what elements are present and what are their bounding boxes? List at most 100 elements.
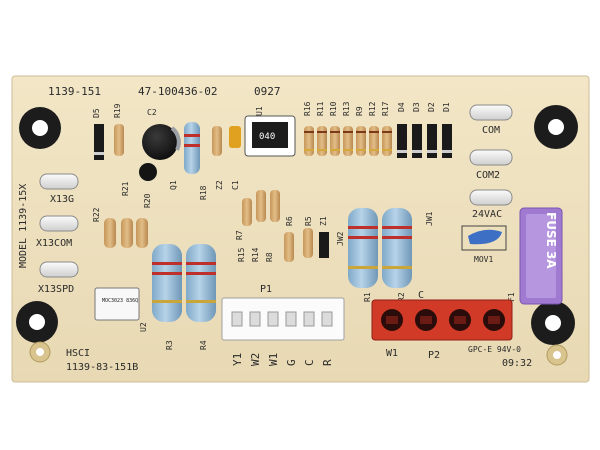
ref-r8: R8 xyxy=(265,252,274,262)
resistor-r1 xyxy=(348,208,378,288)
ref-z1: Z1 xyxy=(319,216,328,226)
ref-jw1: JW1 xyxy=(425,211,434,226)
svg-text:D3: D3 xyxy=(412,102,421,112)
svg-text:C: C xyxy=(303,359,316,366)
resistor-r22 xyxy=(104,218,116,248)
ref-r7: R7 xyxy=(235,230,244,240)
ref-q1: Q1 xyxy=(169,180,178,190)
mounting-hole-top-right xyxy=(534,105,578,149)
terminal-label: X13G xyxy=(50,194,74,205)
svg-text:W2: W2 xyxy=(249,353,262,366)
mov-outline xyxy=(461,225,507,251)
capacitor-c2 xyxy=(142,124,178,160)
resistor-r19 xyxy=(114,124,124,156)
svg-text:R17: R17 xyxy=(381,101,390,116)
connector-p1[interactable] xyxy=(221,297,345,341)
svg-text:R: R xyxy=(321,359,334,366)
resistor-r21 xyxy=(121,218,133,248)
ref-mov1: MOV1 xyxy=(474,255,493,264)
mounting-hole-bottom-right xyxy=(531,301,575,366)
ref-r6: R6 xyxy=(285,216,294,226)
mounting-hole-bottom-left xyxy=(16,301,58,363)
resistor-r2 xyxy=(382,208,412,288)
ref-z2: Z2 xyxy=(215,180,224,190)
svg-text:D4: D4 xyxy=(397,102,406,112)
terminal-label: X13COM xyxy=(36,238,72,249)
svg-text:W1: W1 xyxy=(267,353,280,366)
resistor-r20 xyxy=(136,218,148,248)
ref-r15: R15 xyxy=(237,247,246,262)
connector-p2[interactable] xyxy=(371,299,513,341)
ref-u1: U1 xyxy=(255,106,264,116)
optocoupler-u2 xyxy=(94,287,140,321)
ref-r20: R20 xyxy=(143,193,152,208)
ref-r19: R19 xyxy=(113,103,122,118)
terminal-label: COM xyxy=(482,125,500,136)
terminal-x13g[interactable]: X13G xyxy=(39,173,79,205)
ref-r22: R22 xyxy=(92,207,101,222)
ref-r4: R4 xyxy=(199,340,208,350)
rating-text: GPC-E 94V-0 xyxy=(468,345,521,354)
terminal-x13com[interactable]: X13COM xyxy=(36,215,79,249)
resistors-mid xyxy=(242,190,329,262)
svg-text:R9: R9 xyxy=(355,106,364,116)
terminal-x13spd[interactable]: X13SPD xyxy=(38,261,79,295)
connector-p1-pin-labels: Y1 W2 W1 G C R xyxy=(231,353,334,366)
terminal-com2[interactable]: COM2 xyxy=(469,149,513,181)
terminal-label: 24VAC xyxy=(472,209,502,220)
serial-text: 47-100436-02 xyxy=(138,85,217,98)
model-text: MODEL 1139-15X xyxy=(18,184,29,268)
ref-f1: F1 xyxy=(507,292,516,302)
diodes-d1-d4 xyxy=(397,124,452,158)
svg-text:R16: R16 xyxy=(303,101,312,116)
diode-d5 xyxy=(94,124,104,160)
ref-r1: R1 xyxy=(363,292,372,302)
terminal-24vac[interactable]: 24VAC xyxy=(469,189,513,220)
svg-text:D2: D2 xyxy=(427,102,436,112)
ref-c2: C2 xyxy=(147,108,157,117)
connector-p2-pins xyxy=(381,309,505,331)
ref-r18: R18 xyxy=(199,185,208,200)
ref-r2: R2 xyxy=(397,292,406,302)
svg-text:R12: R12 xyxy=(368,101,377,116)
resistor-small xyxy=(212,126,222,156)
mounting-hole-top-left xyxy=(19,107,61,149)
varistor-mov1 xyxy=(468,229,502,245)
svg-text:R13: R13 xyxy=(342,101,351,116)
ref-p1: P1 xyxy=(260,284,272,295)
date-code-text: 0927 xyxy=(254,85,281,98)
svg-text:R11: R11 xyxy=(316,101,325,116)
terminal-label: X13SPD xyxy=(38,284,74,295)
connector-p1-pins xyxy=(231,311,333,327)
terminal-label: COM2 xyxy=(476,170,500,181)
resistor-r3 xyxy=(152,244,182,322)
resistor-r4 xyxy=(186,244,216,322)
ref-p2: P2 xyxy=(428,350,440,361)
transistor-q1 xyxy=(139,163,157,181)
opto-marking: MOC3023 836Q xyxy=(102,298,138,304)
rev-text: 1139-83-151B xyxy=(66,362,138,373)
svg-text:Y1: Y1 xyxy=(231,353,244,366)
ref-r5: R5 xyxy=(304,216,313,226)
lot-text: 09:32 xyxy=(502,358,532,369)
svg-text:R10: R10 xyxy=(329,101,338,116)
top-row-refs: R16 R11 R10 R13 R9 R12 R17 D4 D3 D2 D1 xyxy=(303,101,451,116)
fuse-label: FUSE 3A xyxy=(544,212,558,269)
ref-c1: C1 xyxy=(231,180,240,190)
capacitor-tantalum xyxy=(229,126,241,148)
ref-r3: R3 xyxy=(165,340,174,350)
p2-label-c: C xyxy=(418,290,424,301)
brand-text: HSCI xyxy=(66,348,90,359)
ref-r21: R21 xyxy=(121,181,130,196)
ref-r14: R14 xyxy=(251,247,260,262)
terminal-com[interactable]: COM xyxy=(469,104,513,136)
svg-text:D1: D1 xyxy=(442,102,451,112)
top-row-resistors xyxy=(304,126,392,156)
ref-d5: D5 xyxy=(92,108,101,118)
svg-text:G: G xyxy=(285,359,298,366)
resistor-r18 xyxy=(184,122,200,174)
part-number-text: 1139-151 xyxy=(48,85,101,98)
ref-jw2: JW2 xyxy=(336,231,345,246)
p2-label-w1: W1 xyxy=(386,348,398,359)
